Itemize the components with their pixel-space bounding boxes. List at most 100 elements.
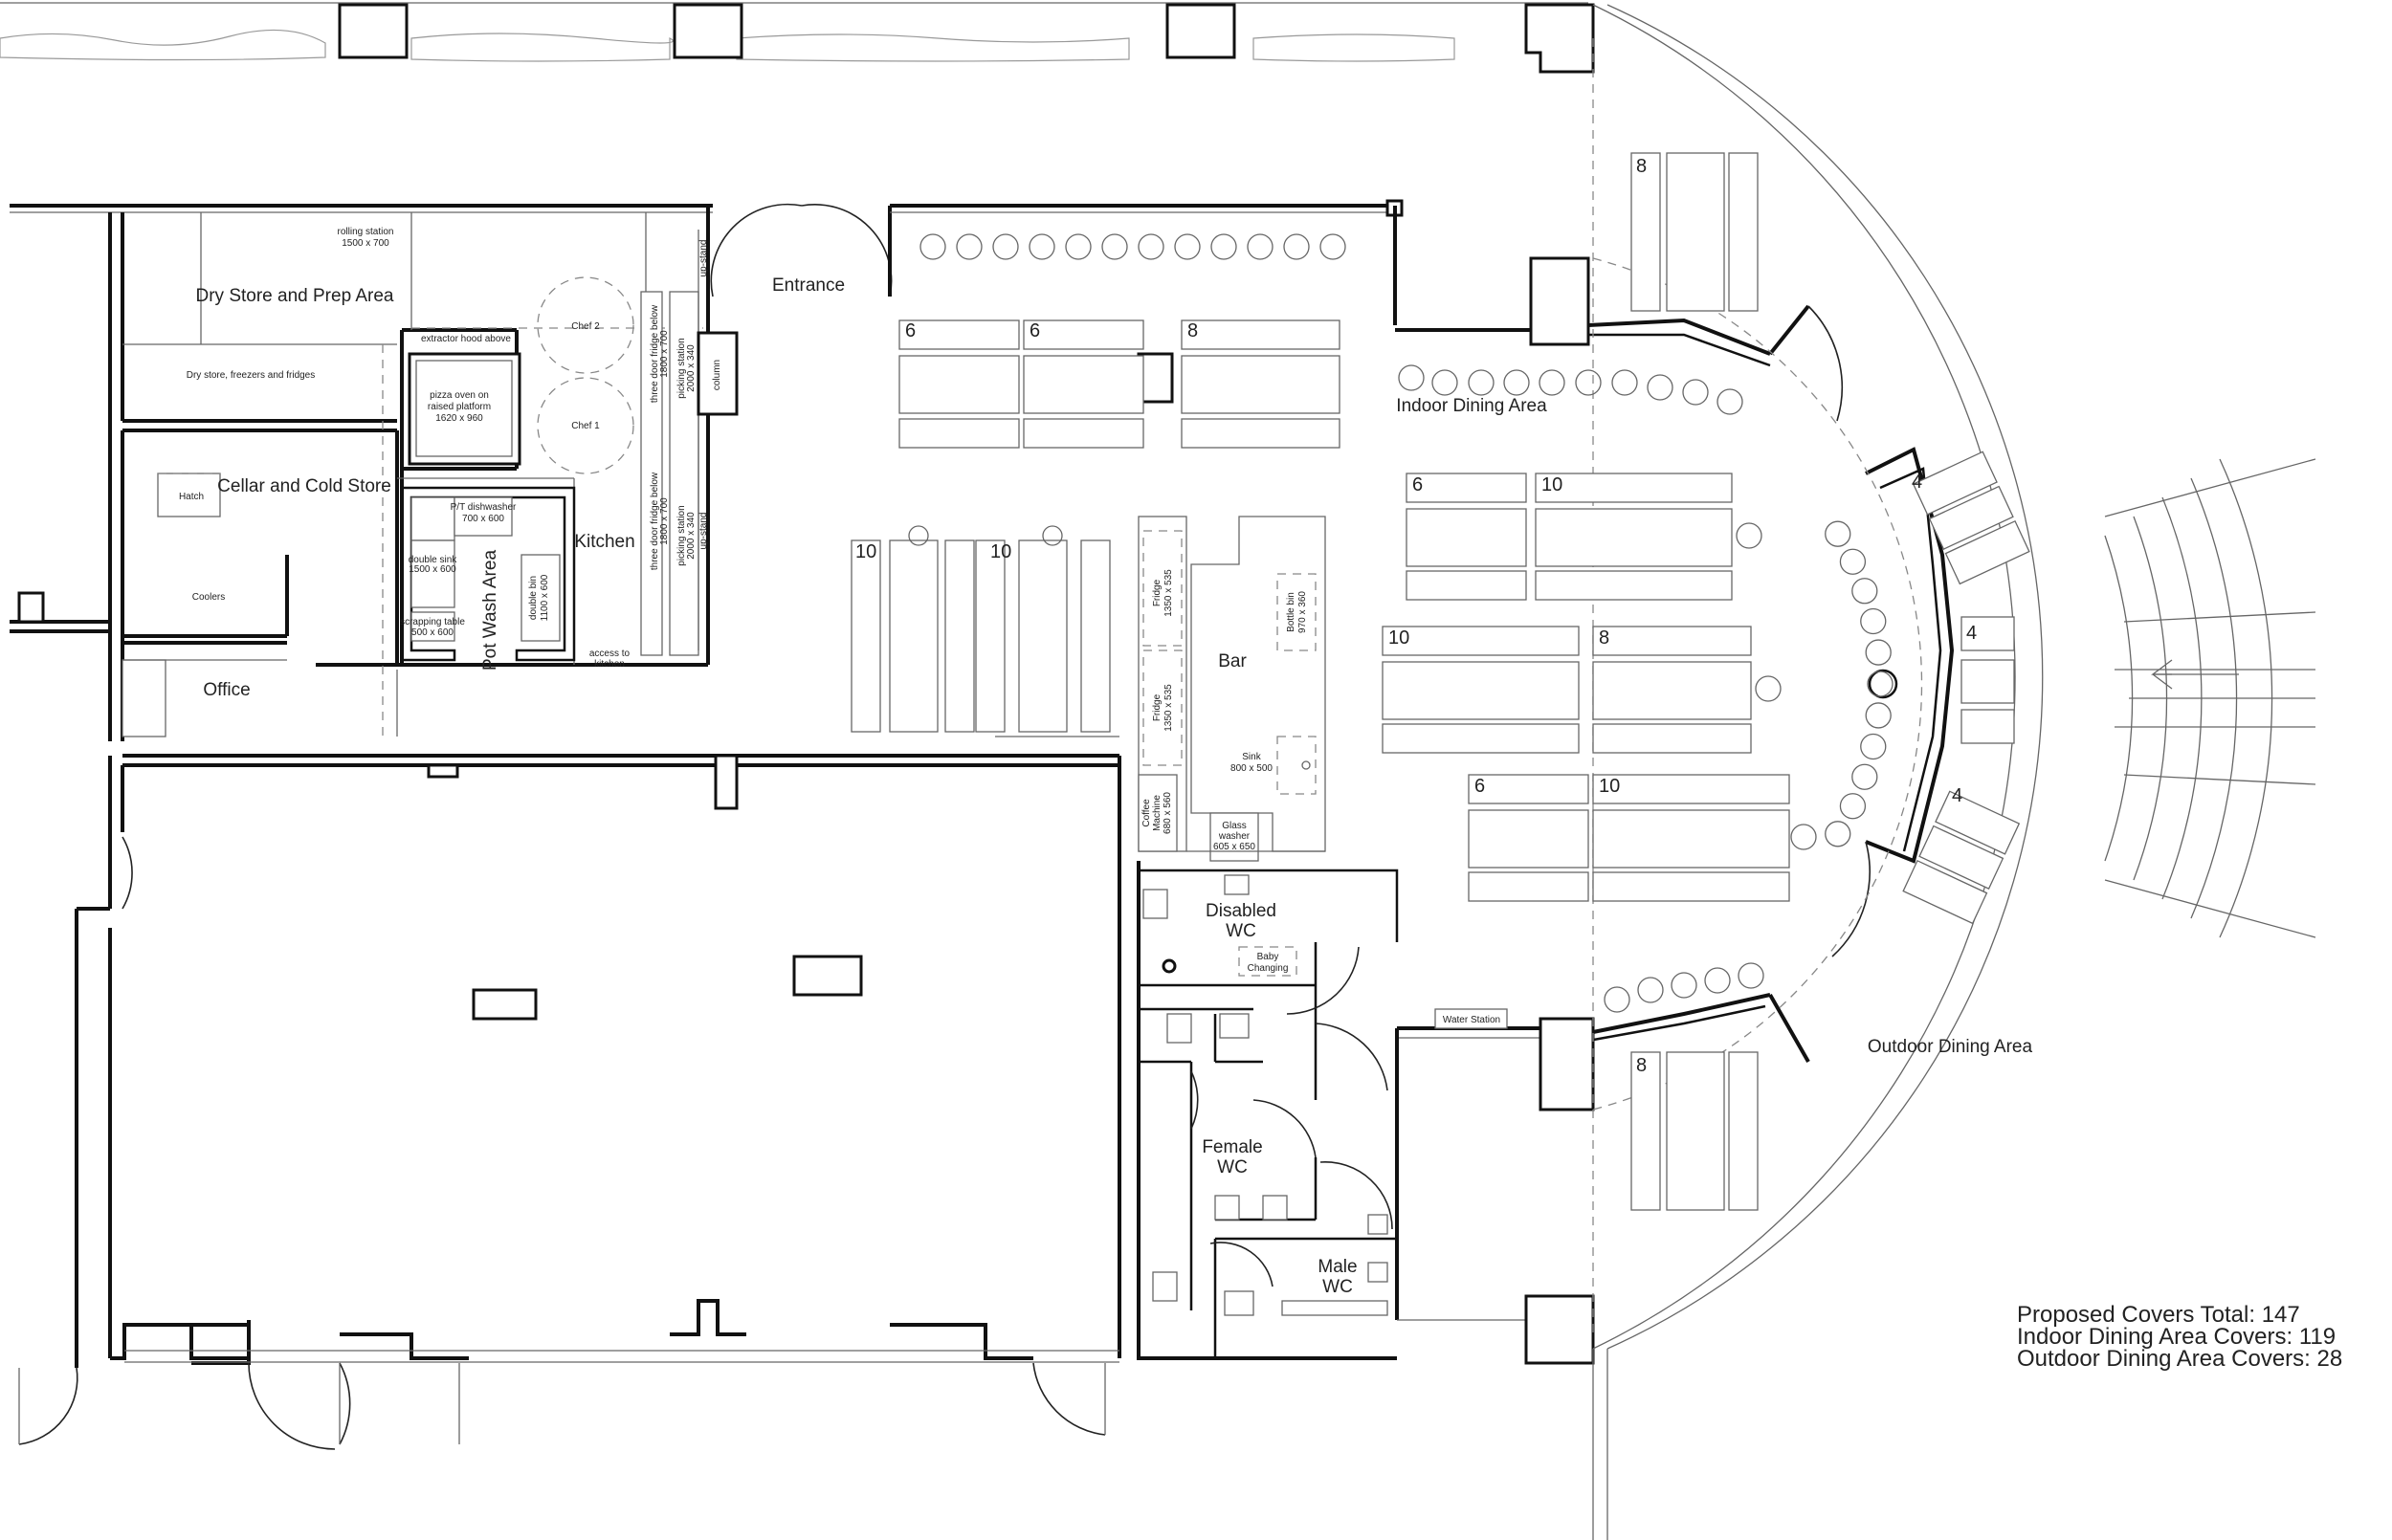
label-fridge-1-dim: 1350 x 535 bbox=[1163, 569, 1174, 617]
label-female-wc: Female bbox=[1202, 1137, 1262, 1157]
table-number: 6 bbox=[1474, 776, 1485, 797]
chair bbox=[1575, 369, 1602, 396]
bar-area bbox=[1138, 516, 1326, 862]
label-sink: Sink bbox=[1242, 752, 1261, 762]
label-double-bin: double bin bbox=[528, 576, 539, 620]
label-dishwasher-dim: 700 x 600 bbox=[462, 514, 504, 524]
table-number: 6 bbox=[1412, 474, 1423, 495]
label-coolers: Coolers bbox=[192, 592, 225, 603]
chair bbox=[1503, 369, 1530, 396]
label-female-wc-2: WC bbox=[1217, 1157, 1248, 1177]
label-rolling-station: rolling station bbox=[338, 227, 394, 237]
label-picking-1-dim: 2000 x 340 bbox=[686, 344, 697, 392]
chair bbox=[1682, 379, 1709, 406]
label-coffee: Coffee bbox=[1141, 799, 1152, 827]
label-fridge-below-2: three door fridge below bbox=[650, 472, 660, 570]
label-bar: Bar bbox=[1218, 651, 1247, 671]
label-fridge-below-1: three door fridge below bbox=[650, 304, 660, 403]
label-hatch: Hatch bbox=[179, 492, 204, 502]
label-access-2: kitchen bbox=[594, 659, 625, 670]
chair bbox=[1174, 233, 1201, 260]
label-cellar: Cellar and Cold Store bbox=[217, 476, 391, 496]
chair bbox=[1611, 369, 1638, 396]
label-fridge-1: Fridge bbox=[1152, 579, 1163, 606]
label-double-sink: double sink bbox=[409, 555, 458, 565]
chair bbox=[1839, 793, 1867, 820]
table-number: 10 bbox=[1388, 627, 1409, 649]
label-scrapping-dim: 500 x 600 bbox=[411, 627, 454, 638]
table-number: 8 bbox=[1636, 1055, 1647, 1076]
chair bbox=[919, 233, 946, 260]
chair bbox=[1860, 607, 1887, 635]
chair bbox=[1755, 675, 1782, 702]
stools bbox=[908, 233, 1894, 1013]
covers-total: Proposed Covers Total: 147 bbox=[2017, 1302, 2300, 1328]
chair bbox=[1431, 369, 1458, 396]
table-number: 4 bbox=[1966, 623, 1977, 644]
label-fridge-2: Fridge bbox=[1152, 693, 1163, 721]
table-number: 6 bbox=[1030, 320, 1040, 341]
label-entrance: Entrance bbox=[772, 275, 845, 296]
chair bbox=[1637, 977, 1664, 1003]
label-outdoor-dining: Outdoor Dining Area bbox=[1868, 1037, 2033, 1057]
label-bottle-bin-dim: 970 x 360 bbox=[1297, 591, 1308, 633]
label-up-stand-2: up-stand bbox=[698, 513, 709, 550]
chair bbox=[992, 233, 1019, 260]
table-number: 8 bbox=[1599, 627, 1609, 649]
label-kitchen: Kitchen bbox=[574, 532, 634, 552]
chair bbox=[1029, 233, 1055, 260]
dining-tables bbox=[851, 152, 2030, 1211]
label-fridge-2-dim: 1350 x 535 bbox=[1163, 684, 1174, 732]
chair bbox=[1539, 369, 1565, 396]
label-pot-wash: Pot Wash Area bbox=[480, 550, 500, 671]
label-glass-washer: Glass bbox=[1222, 821, 1247, 831]
table-number: 6 bbox=[905, 320, 916, 341]
wc-block bbox=[1137, 861, 1508, 1360]
kitchen-equipment bbox=[122, 230, 739, 737]
chair bbox=[1283, 233, 1310, 260]
label-access: access to bbox=[589, 649, 631, 659]
label-male-wc-2: WC bbox=[1322, 1277, 1353, 1297]
label-double-bin-dim: 1100 x 600 bbox=[540, 574, 550, 621]
label-water-station: Water Station bbox=[1443, 1015, 1500, 1025]
label-pizza-oven-dim: 1620 x 960 bbox=[435, 413, 483, 424]
table-number: 8 bbox=[1187, 320, 1198, 341]
entrance-doors bbox=[710, 203, 893, 297]
chair bbox=[1825, 821, 1851, 847]
covers-indoor: Indoor Dining Area Covers: 119 bbox=[2017, 1324, 2336, 1350]
chair bbox=[1851, 578, 1878, 605]
chair bbox=[1042, 525, 1063, 546]
label-baby: Baby bbox=[1257, 952, 1279, 962]
lower-unit bbox=[18, 754, 1121, 1450]
table-number: 4 bbox=[1912, 472, 1922, 493]
chair bbox=[1468, 369, 1495, 396]
label-fridge-below-2-dim: 1800 x 700 bbox=[659, 497, 670, 545]
chair bbox=[1825, 520, 1851, 547]
label-baby-2: Changing bbox=[1248, 963, 1289, 974]
table-number: 4 bbox=[1952, 785, 1962, 806]
chair bbox=[1865, 639, 1892, 666]
covers-outdoor: Outdoor Dining Area Covers: 28 bbox=[2017, 1346, 2342, 1372]
label-picking-2: picking station bbox=[676, 505, 687, 565]
label-glass-washer-dim: 605 x 650 bbox=[1213, 842, 1255, 852]
chair bbox=[956, 233, 983, 260]
labels: rolling station 1500 x 700 Dry Store and… bbox=[179, 156, 2342, 1372]
label-male-wc: Male bbox=[1318, 1257, 1357, 1277]
label-bottle-bin: Bottle bin bbox=[1286, 592, 1296, 632]
chair bbox=[1704, 967, 1731, 994]
chair bbox=[1736, 522, 1762, 549]
chair bbox=[1865, 702, 1892, 729]
label-scrapping: scrapping table bbox=[400, 617, 465, 627]
chair bbox=[908, 525, 929, 546]
terrace-boundary bbox=[1592, 4, 2316, 1540]
table-number: 8 bbox=[1636, 156, 1647, 177]
label-coffee-dim: 680 x 560 bbox=[1163, 792, 1173, 834]
table-number: 10 bbox=[1599, 776, 1620, 797]
chair bbox=[1138, 233, 1164, 260]
label-fridge-below-1-dim: 1800 x 700 bbox=[659, 330, 670, 378]
label-chef-1: Chef 1 bbox=[571, 421, 600, 431]
chair bbox=[1738, 962, 1764, 989]
label-chef-2: Chef 2 bbox=[571, 321, 600, 332]
label-up-stand-1: up-stand bbox=[698, 240, 709, 277]
